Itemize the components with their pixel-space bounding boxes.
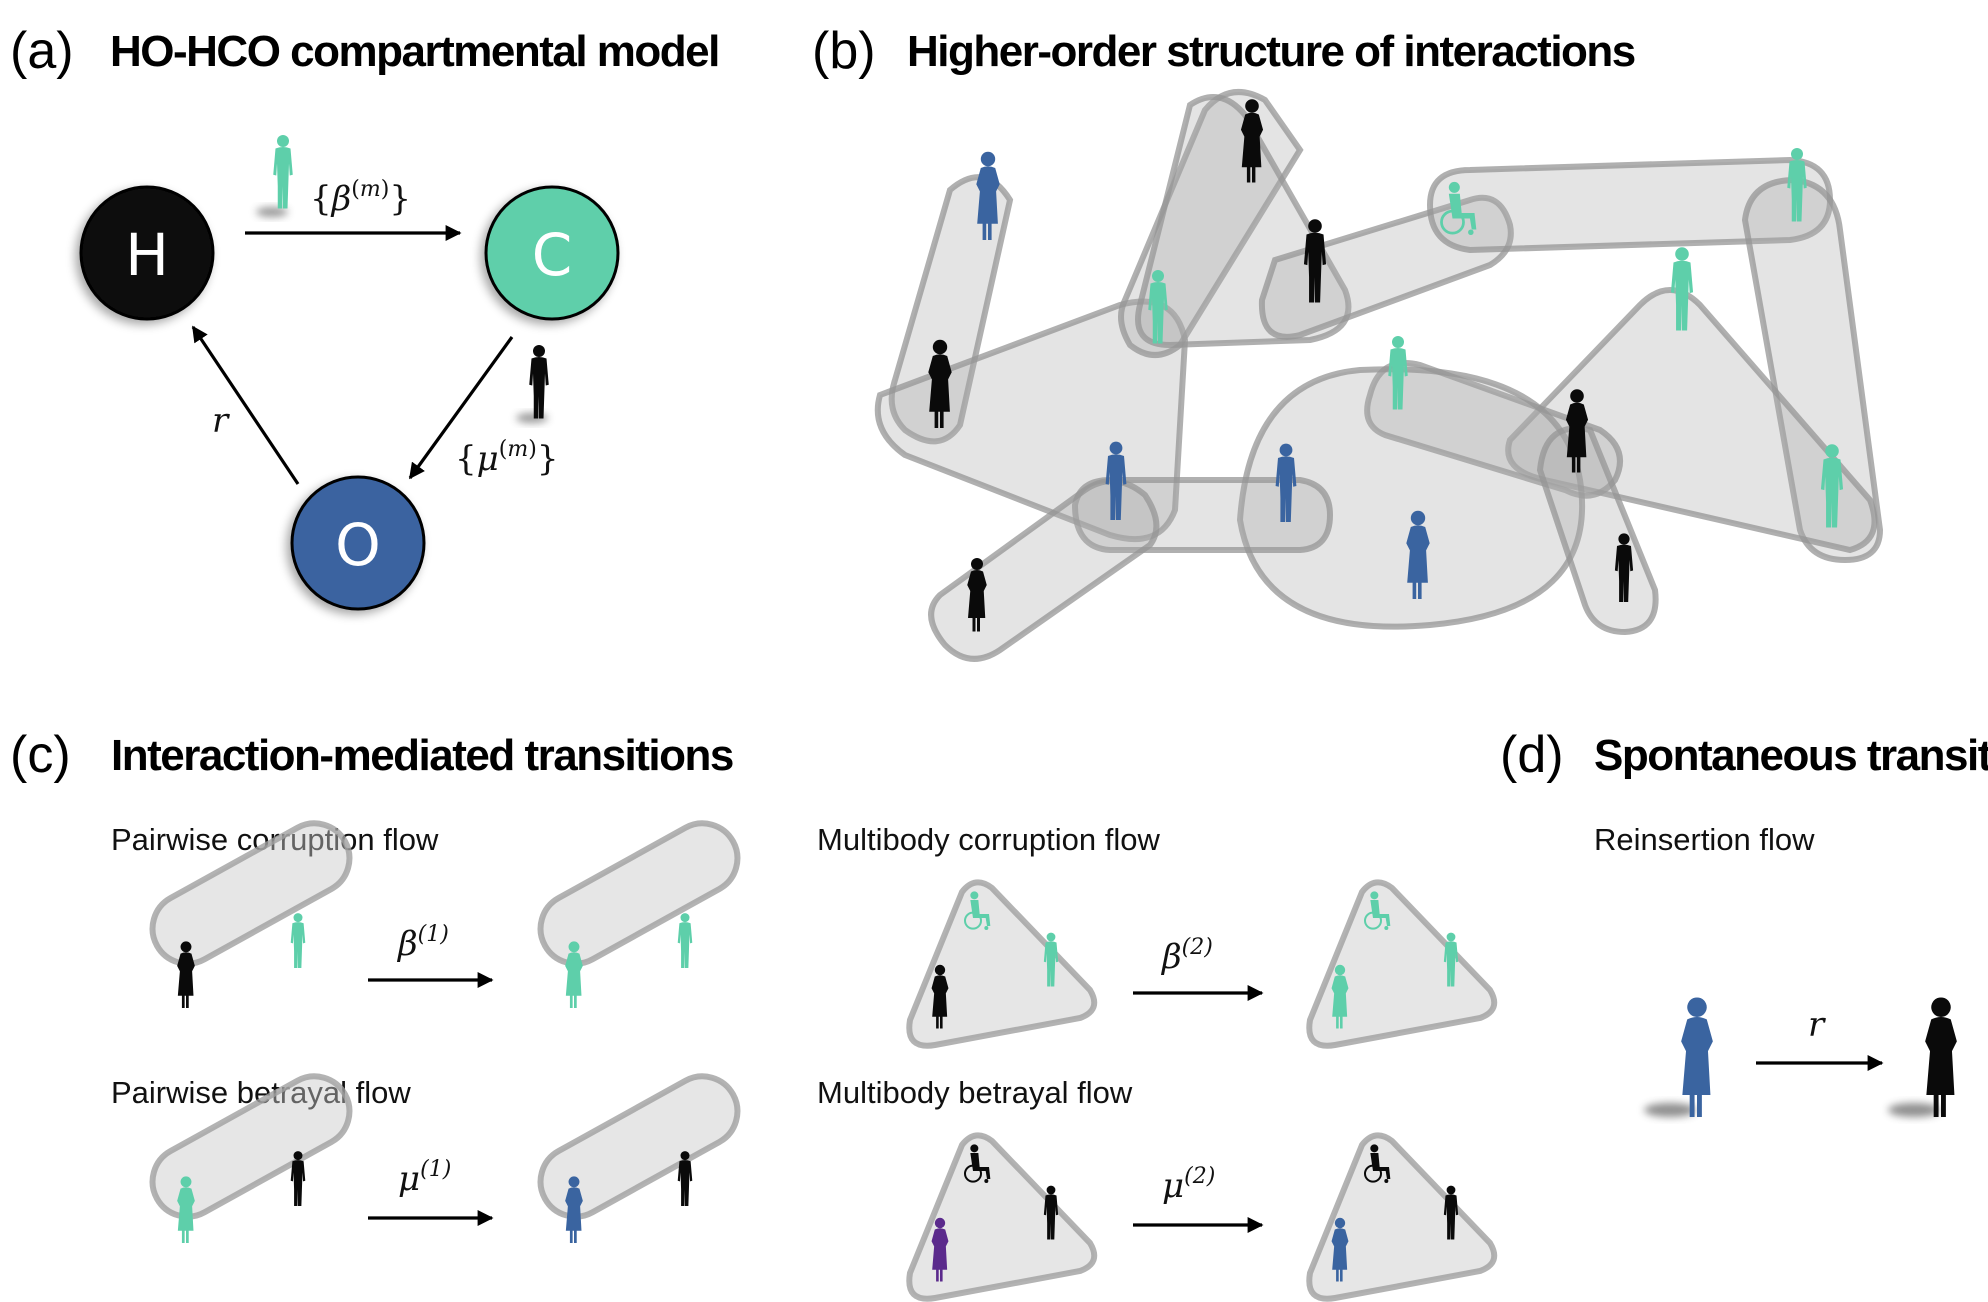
pairwise-hyperedge xyxy=(537,820,741,967)
panel-d: (d) Spontaneous transition Reinsertion f… xyxy=(1500,726,1988,1117)
panel-c-title: Interaction-mediated transitions xyxy=(111,731,733,780)
shadow xyxy=(256,207,288,217)
panel-d-title: Spontaneous transition xyxy=(1594,731,1988,780)
node-o: O xyxy=(290,475,426,611)
arrow-o-to-h xyxy=(191,325,300,485)
rate-label: r xyxy=(1808,1005,1826,1045)
panel-b-letter: (b) xyxy=(812,22,876,80)
panel-c-letter: (c) xyxy=(10,726,71,784)
shadow xyxy=(1888,1103,1940,1117)
beta-superscript: m xyxy=(360,177,381,202)
svg-text:{μ(m)}: {μ(m)} xyxy=(455,437,558,479)
node-o-label: O xyxy=(335,511,381,579)
beta-symbol: β xyxy=(330,179,352,219)
node-c-label: C xyxy=(532,221,573,289)
flow-title: Multibody betrayal flow xyxy=(817,1075,1133,1110)
hyperedge xyxy=(1135,94,1352,349)
triangle-hyperedge xyxy=(1306,1132,1498,1302)
panel-a: (a) HO-HCO compartmental model {β(m)} {μ… xyxy=(10,22,720,611)
flow-title: Reinsertion flow xyxy=(1594,822,1815,857)
hypergraph xyxy=(874,89,1884,662)
hyperedge xyxy=(1741,176,1884,564)
flow-multibody-corruption: Multibody corruption flow β(2) xyxy=(817,822,1498,1049)
panel-a-title: HO-HCO compartmental model xyxy=(110,27,719,76)
pairwise-hyperedge xyxy=(537,1073,741,1220)
hyperedge xyxy=(928,478,1160,662)
person-ostracized-icon xyxy=(1681,997,1713,1117)
person-corrupt-icon xyxy=(677,913,693,968)
panel-b-title: Higher-order structure of interactions xyxy=(907,27,1635,76)
flow-pairwise-corruption: Pairwise corruption flow β(1) xyxy=(111,820,741,1008)
triangle-hyperedge xyxy=(906,879,1098,1049)
shadow xyxy=(1644,1103,1696,1117)
panel-c: (c) Interaction-mediated transitions Pai… xyxy=(10,726,1498,1302)
panel-a-letter: (a) xyxy=(10,22,74,80)
hyperedge xyxy=(1236,366,1586,630)
mu-superscript: m xyxy=(507,437,528,462)
arrow-c-to-o xyxy=(408,336,514,480)
node-c: C xyxy=(484,185,620,321)
panel-d-letter: (d) xyxy=(1500,726,1564,784)
person-corrupt-icon xyxy=(290,913,306,968)
corrupt-mediator-figure-icon xyxy=(273,135,293,209)
panel-b: (b) Higher-order structure of interactio… xyxy=(812,22,1884,662)
honest-mediator-figure-icon xyxy=(529,345,549,419)
rate-label-mu-m: {μ(m)} xyxy=(455,437,558,479)
triangle-hyperedge xyxy=(1306,879,1498,1049)
svg-text:{β(m)}: {β(m)} xyxy=(310,177,411,219)
node-h: H xyxy=(79,185,215,321)
pairwise-hyperedge xyxy=(149,820,353,967)
pairwise-hyperedge xyxy=(149,1073,353,1220)
rate-label-r: r xyxy=(212,401,230,441)
flow-pairwise-betrayal: Pairwise betrayal flow μ(1) xyxy=(111,1073,741,1243)
mu-symbol: μ xyxy=(477,439,499,479)
rate-label: β(2) xyxy=(1160,935,1213,977)
rate-label: β(1) xyxy=(396,922,449,964)
rate-label: μ(1) xyxy=(398,1157,451,1199)
rate-label-beta-m: {β(m)} xyxy=(310,177,411,219)
node-h-label: H xyxy=(125,221,169,289)
flow-multibody-betrayal: Multibody betrayal flow μ(2) xyxy=(817,1075,1498,1302)
flow-title: Multibody corruption flow xyxy=(817,822,1160,857)
person-honest-icon xyxy=(1925,997,1957,1117)
rate-label: μ(2) xyxy=(1162,1164,1215,1206)
triangle-hyperedge xyxy=(906,1132,1098,1302)
